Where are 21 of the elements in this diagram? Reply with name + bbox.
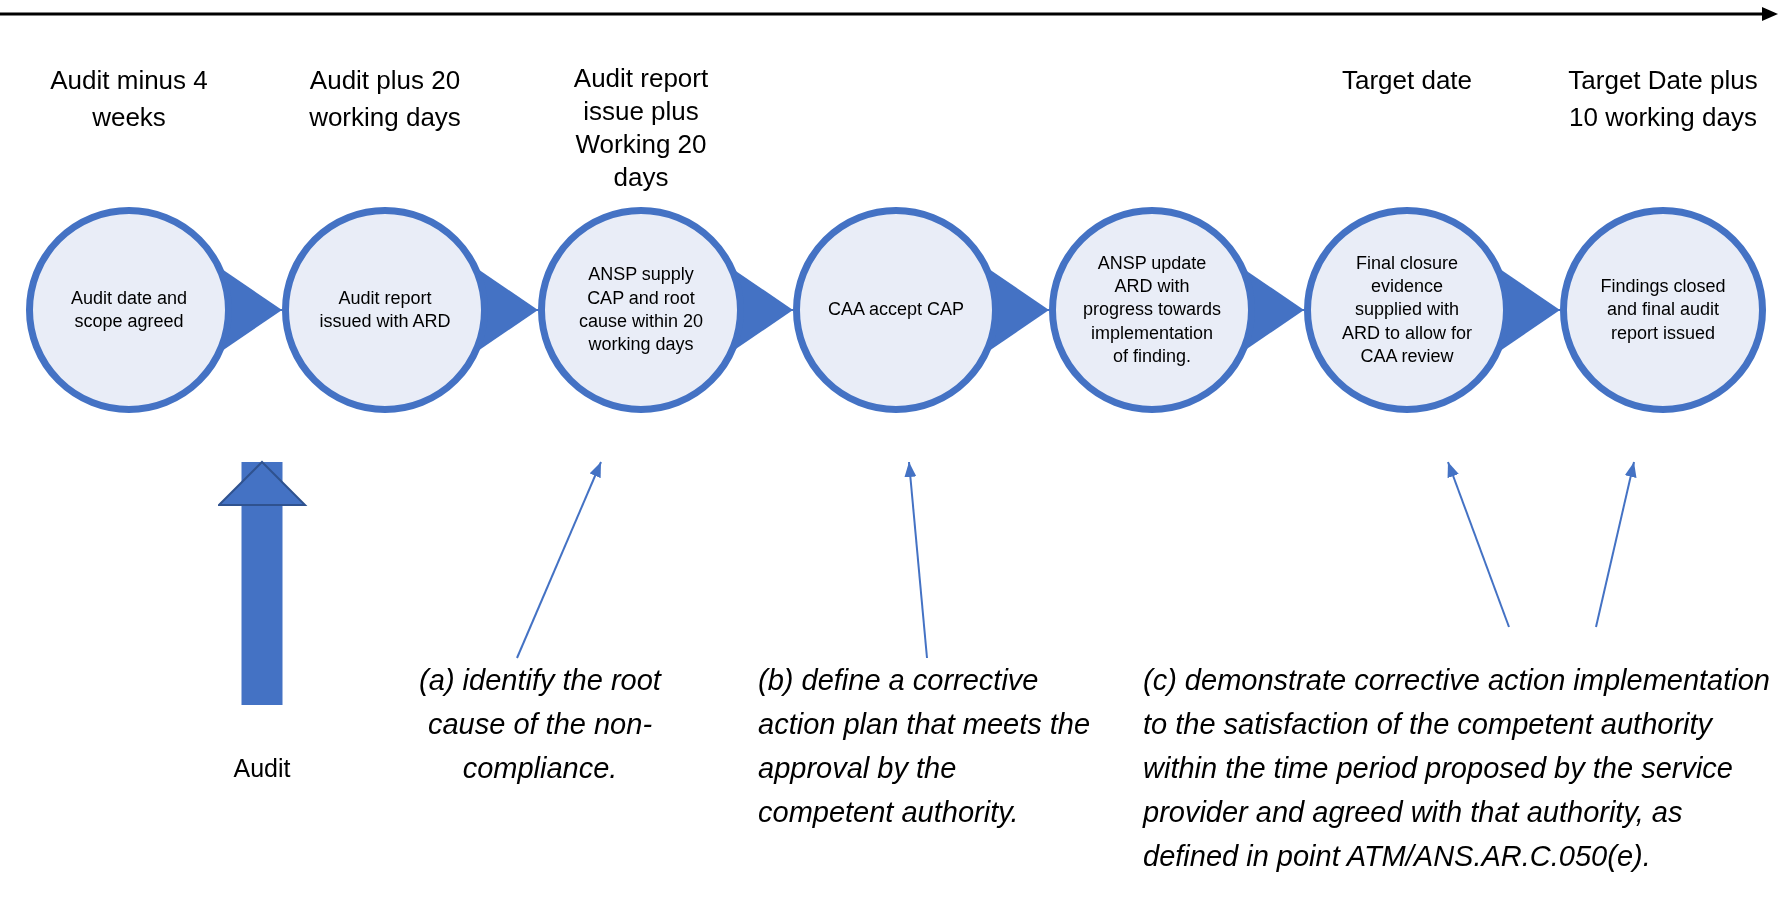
step-text: ANSP supply CAP and root cause within 20 working days (577, 263, 705, 357)
timing-label: Audit report issue plus Working 20 days (572, 62, 710, 194)
note-text: (a) identify the root cause of the non-compliance. (385, 658, 695, 790)
step-text: Audit date and scope agreed (69, 286, 189, 333)
step-text: CAA accept CAP (826, 298, 966, 322)
step-text: Findings closed and final audit report issued (1599, 274, 1727, 345)
leader-arrow (1595, 461, 1637, 628)
timing-label: Target Date plus 10 working days (1568, 64, 1758, 134)
step-text: Final closure evidence supplied with ARD to allow for CAA review (1340, 251, 1473, 369)
note-text: (c) demonstrate corrective action implementation to the satisfaction of the competent authority within the time period proposed by the service provider and agreed with that authority, as defined in point ATM/ANS.AR.C.050(e). (1143, 658, 1783, 920)
note-text: (b) define a corrective action plan that meets the approval by the competent authority. (758, 658, 1093, 878)
step-text: Audit report issued with ARD (318, 286, 452, 333)
block-arrow (218, 461, 306, 705)
arrow-label: Audit (212, 746, 312, 782)
timing-label: Target date (1340, 64, 1474, 97)
leader-arrow (904, 461, 928, 659)
timing-label: Audit minus 4 weeks (49, 64, 209, 134)
leader-arrow (1447, 461, 1510, 628)
step-text: ANSP update ARD with progress towards implementation of finding. (1081, 251, 1223, 369)
timing-label: Audit plus 20 working days (308, 64, 462, 134)
leader-arrow (516, 461, 602, 659)
